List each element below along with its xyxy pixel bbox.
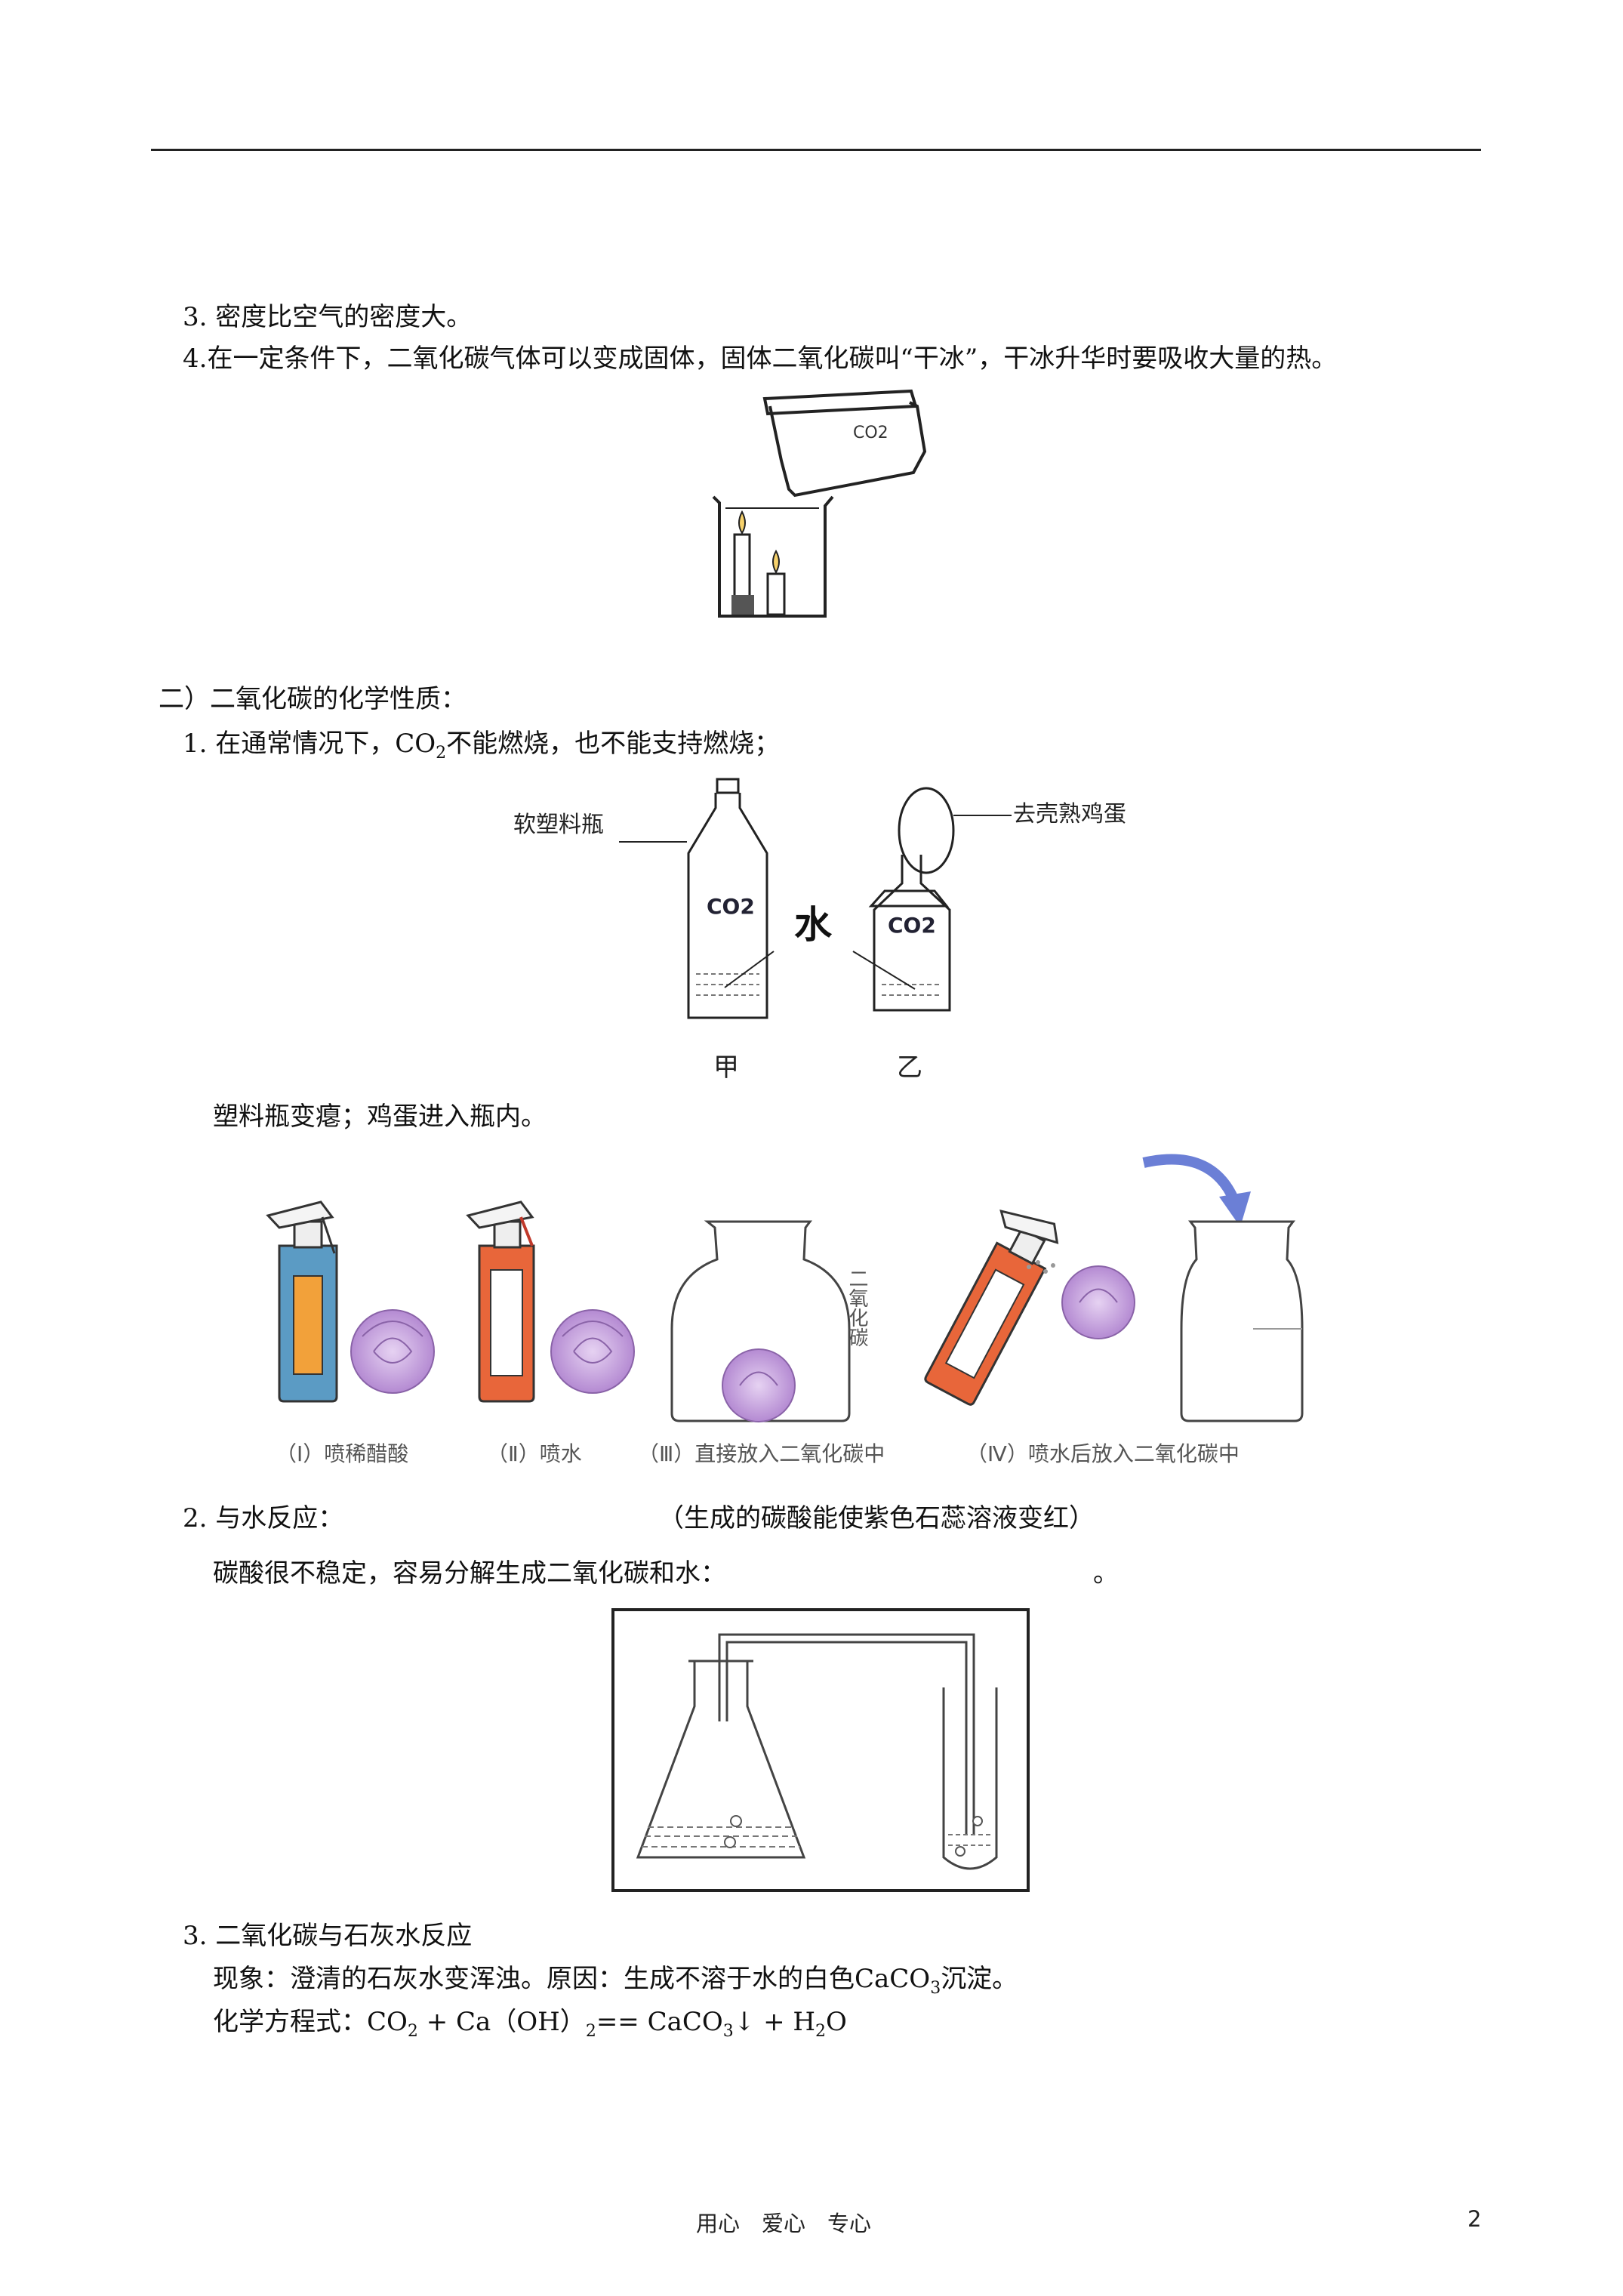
carbonic-acid-end: 。 <box>1093 1558 1119 1589</box>
beaker <box>712 495 834 618</box>
figure-bottle-egg: 软塑料瓶 CO2 水 CO2 去壳熟鸡蛋 甲 乙 <box>513 778 1126 1083</box>
flower-1 <box>350 1309 435 1394</box>
bottle-co2-label: CO2 <box>707 894 755 919</box>
egg-label: 去壳熟鸡蛋 <box>1013 801 1126 827</box>
chemical-equation: 化学方程式：CO2 + Ca（OH）2== CaCO3↓ + H2O <box>213 2007 847 2041</box>
caption-direct-co2: （Ⅲ）直接放入二氧化碳中 <box>638 1441 885 1466</box>
pouring-jar: CO2 <box>762 389 927 498</box>
co2-jar-4 <box>1180 1220 1304 1422</box>
plastic-bottle: CO2 <box>687 778 775 1019</box>
caption-spray-acid: （Ⅰ）喷稀醋酸 <box>276 1441 408 1466</box>
section-chemical-properties: 二）二氧化碳的化学性质： <box>159 684 467 714</box>
page-number: 2 <box>1467 2206 1482 2232</box>
spray-bottle-tilted <box>924 1210 1059 1406</box>
property-1: 1. 在通常情况下，CO2不能燃烧，也不能支持燃烧； <box>183 729 781 763</box>
caption-spray-water: （Ⅱ）喷水 <box>487 1441 582 1466</box>
water-label: 水 <box>794 903 833 947</box>
egg-flask: CO2 <box>852 787 955 1012</box>
spray-mist <box>1027 1260 1055 1274</box>
tall-candle <box>731 510 754 615</box>
delivery-tube <box>718 1633 975 1835</box>
figure-co2-candles: CO2 <box>712 389 927 618</box>
caption-spray-then-co2: （Ⅳ）喷水后放入二氧化碳中 <box>966 1441 1240 1466</box>
jar3-text: 二氧化碳 <box>845 1268 868 1347</box>
figure-litmus-flowers: 二氧化碳 （Ⅰ）喷稀醋酸 （Ⅱ）喷水 （Ⅲ）直接放入二氧化碳中 （Ⅳ）喷水后放入… <box>266 1154 1304 1466</box>
flower-4 <box>1061 1265 1135 1339</box>
curved-arrow <box>1142 1154 1251 1227</box>
property-2-note: （生成的碳酸能使紫色石蕊溶液变红） <box>658 1503 1095 1533</box>
property-3: 3. 密度比空气的密度大。 <box>183 302 473 332</box>
short-candle <box>766 549 786 616</box>
spray-bottle-orange <box>466 1200 535 1403</box>
property-3-limewater: 3. 二氧化碳与石灰水反应 <box>183 1921 473 1951</box>
phenomenon: 现象：澄清的石灰水变浑浊。原因：生成不溶于水的白色CaCO3沉淀。 <box>213 1964 1018 1998</box>
flower-2 <box>550 1309 635 1394</box>
conical-flask <box>636 1660 806 1859</box>
soft-plastic-bottle-label: 软塑料瓶 <box>513 812 604 838</box>
test-tube <box>942 1687 998 1870</box>
property-2: 2. 与水反应： <box>183 1503 344 1533</box>
jar-co2-label: CO2 <box>853 424 888 442</box>
carbonic-acid-note: 碳酸很不稳定，容易分解生成二氧化碳和水： <box>213 1558 726 1589</box>
co2-jar-3: 二氧化碳 <box>670 1220 868 1422</box>
footer-motto: 用心 爱心 专心 <box>696 2211 872 2236</box>
spray-bottle-blue <box>266 1200 338 1403</box>
property-4: 4.在一定条件下，二氧化碳气体可以变成固体，固体二氧化碳叫“干冰”，干冰升华时要… <box>183 344 1338 374</box>
caption-yi: 乙 <box>897 1052 922 1083</box>
header-rule <box>151 149 1481 151</box>
flask-co2-label: CO2 <box>888 913 936 938</box>
observation-1: 塑料瓶变瘪；鸡蛋进入瓶内。 <box>213 1102 547 1132</box>
figure-flask-tube <box>611 1608 1030 1892</box>
caption-jia: 甲 <box>713 1052 739 1083</box>
